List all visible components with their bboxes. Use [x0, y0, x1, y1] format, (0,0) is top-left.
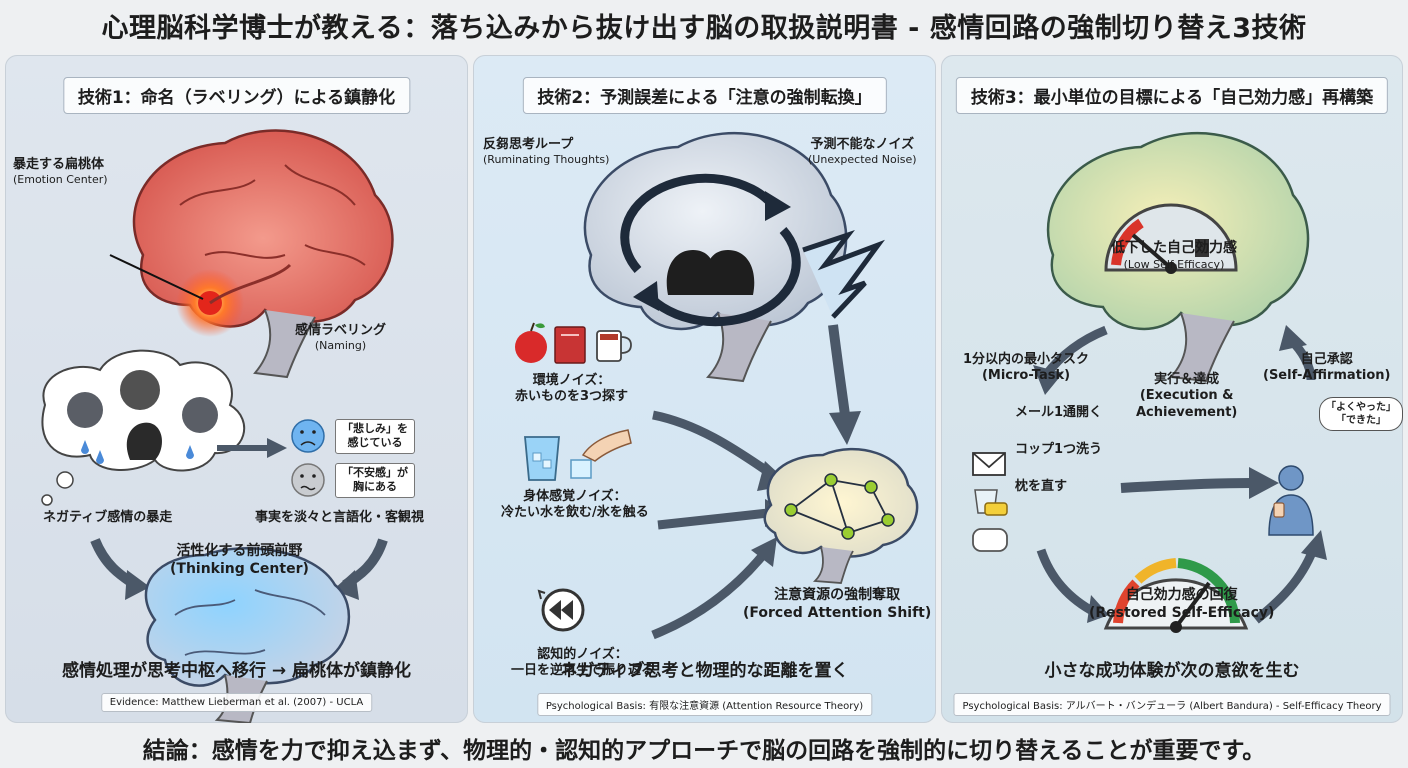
- label-tag-anxiety: 「不安感」が胸にある: [335, 463, 415, 498]
- water-glass-icon: [524, 436, 560, 481]
- sad-face-icon: [291, 419, 325, 453]
- attention-shift-label: 注意資源の強制奪取 (Forced Attention Shift): [743, 587, 931, 622]
- cog-noise-desc: 一日を逆再生で振り返る: [511, 663, 655, 679]
- env-noise-desc: 赤いものを3つ探す: [515, 389, 629, 405]
- label-tag-sadness: 「悲しみ」を感じている: [335, 419, 415, 454]
- execution-sub1: (Execution &: [1139, 388, 1234, 404]
- apple-icon: [515, 322, 547, 363]
- conclusion: 結論：感情を力で抑え込まず、物理的・認知的アプローチで脳の回路を強制的に切り替え…: [142, 738, 1266, 764]
- mug-icon: [596, 330, 632, 362]
- panel3-illustration: [972, 131, 1327, 633]
- verbalize-label: 事実を淡々と言語化・客観視: [255, 510, 425, 525]
- red-book-icon: [554, 326, 586, 364]
- restored-efficacy-text: 自己効力感の回復: [1125, 587, 1238, 603]
- restored-efficacy-label: 自己効力感の回復 (Restored Self-Efficacy): [1089, 587, 1274, 622]
- env-noise-title: 環境ノイズ：: [532, 373, 611, 388]
- attention-brain-icon: [763, 447, 919, 584]
- task-item: 枕を直す: [1015, 479, 1068, 494]
- micro-task-sub: (Micro-Task): [981, 368, 1071, 384]
- attention-shift-text: 注意資源の強制奪取: [774, 587, 901, 603]
- loop-arrows-icon: [620, 173, 801, 327]
- panel2-illustration: [515, 131, 919, 640]
- self-affirmation-text: 自己承認: [1300, 352, 1353, 367]
- envelope-icon: [972, 452, 1006, 476]
- body-noise-title: 身体感覚ノイズ：: [523, 489, 627, 504]
- low-gauge-icon: [1104, 203, 1238, 274]
- speech-bubble: 「よくやった」「できた」: [1319, 397, 1403, 431]
- red-brain-icon: [132, 129, 394, 379]
- head-silhouettes-icon: [666, 250, 755, 295]
- panel1-summary: 感情処理が思考中枢へ移行 → 扁桃体が鎮静化: [61, 661, 412, 681]
- page-title: 心理脳科学博士が教える：落ち込みから抜け出す脳の取扱説明書 - 感情回路の強制切…: [101, 12, 1307, 44]
- body-noise-label: 身体感覚ノイズ： 冷たい水を飲む/氷を触る: [501, 489, 649, 522]
- panel2-title: 技術2：予測誤差による「注意の強制転換」: [522, 77, 887, 114]
- low-efficacy-label: 低下した自己効力感 (Low Self-Efficacy): [1111, 240, 1237, 271]
- panel3-basis: Psychological Basis: アルバート・バンデューラ (Alber…: [953, 693, 1391, 716]
- amygdala-label-sub: (Emotion Center): [13, 173, 108, 187]
- panel1-evidence: Evidence: Matthew Lieberman et al. (2007…: [100, 693, 373, 712]
- blue-brain-icon: [144, 547, 351, 723]
- panel1-title: 技術1：命名（ラベリング）による鎮静化: [62, 77, 411, 114]
- rumination-label-sub: (Ruminating Thoughts): [483, 153, 610, 167]
- self-affirmation-label: 自己承認 (Self-Affirmation): [1263, 352, 1391, 385]
- micro-task-text: 1分以内の最小タスク: [963, 352, 1090, 367]
- naming-label-sub: (Naming): [314, 339, 367, 353]
- panel2-summary: ネガティブ思考と物理的な距離を置く: [560, 661, 849, 681]
- hand-ice-icon: [570, 429, 632, 479]
- body-noise-desc: 冷たい水を飲む/氷を触る: [501, 505, 649, 521]
- task-item: コップ1つ洗う: [1015, 442, 1103, 457]
- noise-label-text: 予測不能なノイズ: [810, 137, 915, 152]
- grey-brain-icon: [583, 131, 848, 383]
- naming-label: 感情ラベリング (Naming): [295, 323, 386, 353]
- execution-sub2: Achievement): [1136, 404, 1238, 420]
- panel-self-efficacy: 技術3：最小単位の目標による「自己効力感」再構築 低下した自己効力感 (Low …: [941, 55, 1403, 723]
- execution-text: 実行＆達成: [1154, 372, 1220, 387]
- env-noise-label: 環境ノイズ： 赤いものを3つ探す: [515, 373, 628, 406]
- pillow-icon: [972, 528, 1008, 552]
- prefrontal-label-sub: (Thinking Center): [170, 560, 309, 577]
- panel3-summary: 小さな成功体験が次の意欲を生む: [1044, 661, 1300, 681]
- naming-label-text: 感情ラベリング: [295, 323, 387, 338]
- prefrontal-label-text: 活性化する前頭前野: [176, 543, 303, 559]
- panel3-title: 技術3：最小単位の目標による「自己効力感」再構築: [955, 77, 1389, 114]
- panel-labeling: 技術1：命名（ラベリング）による鎮静化 暴走する扁桃体 (Emotion Cen…: [5, 55, 468, 723]
- thought-cloud-icon: [41, 349, 246, 506]
- rumination-label-text: 反芻思考ループ: [483, 137, 574, 152]
- panel2-basis: Psychological Basis: 有限な注意資源 (Attention …: [536, 693, 873, 716]
- execution-label: 実行＆達成 (Execution & Achievement): [1136, 372, 1237, 421]
- attention-shift-sub: (Forced Attention Shift): [743, 604, 932, 621]
- cup-sponge-icon: [974, 489, 1008, 516]
- prefrontal-label: 活性化する前頭前野 (Thinking Center): [170, 543, 309, 578]
- self-affirmation-sub: (Self-Affirmation): [1263, 368, 1391, 384]
- panel1-illustration: [41, 129, 394, 723]
- low-efficacy-text: 低下した自己効力感: [1111, 240, 1237, 256]
- cog-noise-title: 認知的ノイズ：: [537, 647, 628, 662]
- low-efficacy-sub: (Low Self-Efficacy): [1123, 257, 1225, 271]
- rewind-icon: [537, 588, 585, 632]
- negative-emotion-label: ネガティブ感情の暴走: [43, 510, 173, 525]
- amygdala-label: 暴走する扁桃体 (Emotion Center): [13, 157, 108, 187]
- restored-gauge-icon: [1103, 558, 1249, 633]
- noise-label: 予測不能なノイズ (Unexpected Noise): [808, 137, 917, 167]
- anxious-face-icon: [291, 463, 325, 497]
- micro-task-label: 1分以内の最小タスク (Micro-Task): [963, 352, 1089, 385]
- person-thumbs-up-icon: [1268, 465, 1314, 536]
- noise-label-sub: (Unexpected Noise): [808, 153, 917, 167]
- task-item: メール1通開く: [1015, 405, 1103, 420]
- cog-noise-label: 認知的ノイズ： 一日を逆再生で振り返る: [511, 647, 654, 680]
- amygdala-label-text: 暴走する扁桃体: [13, 157, 105, 172]
- panel-attention-shift: 技術2：予測誤差による「注意の強制転換」 反芻思考ループ (Ruminating…: [473, 55, 936, 723]
- rumination-label: 反芻思考ループ (Ruminating Thoughts): [483, 137, 609, 167]
- restored-efficacy-sub: (Restored Self-Efficacy): [1089, 604, 1275, 621]
- lightning-icon: [802, 230, 885, 319]
